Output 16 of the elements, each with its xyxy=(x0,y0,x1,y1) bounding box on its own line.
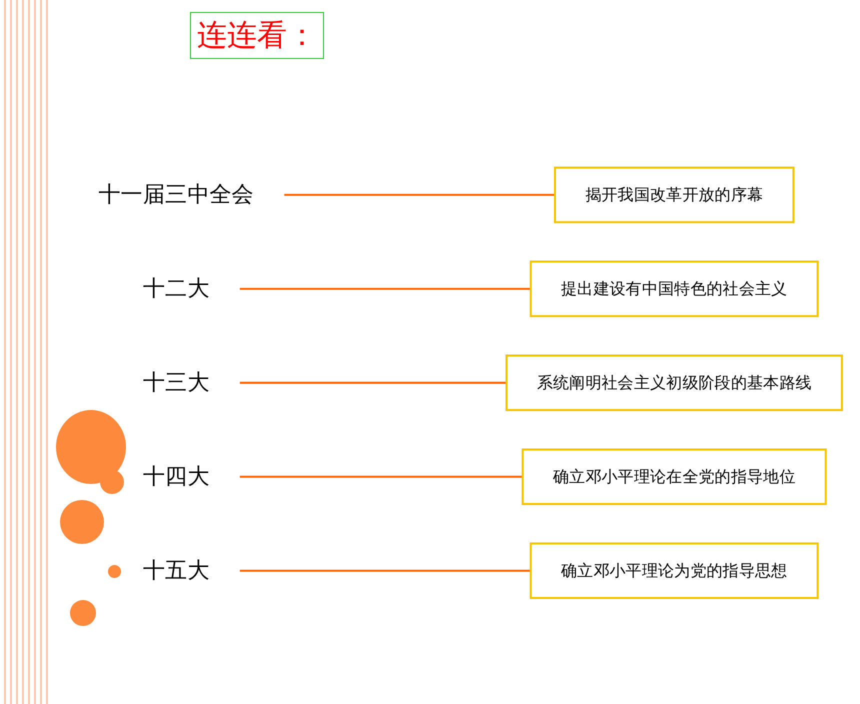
connector xyxy=(284,194,555,196)
node-text: 十二大 xyxy=(142,276,210,302)
node-box: 揭开我国改革开放的序幕 xyxy=(554,166,794,223)
connector xyxy=(240,569,531,572)
connector xyxy=(240,475,523,478)
node-text: 十四大 xyxy=(142,464,210,490)
node-box: 提出建设有中国特色的社会主义 xyxy=(530,260,819,317)
node-box: 确立邓小平理论在全党的指导地位 xyxy=(522,448,827,505)
node-box: 系统阐明社会主义初级阶段的基本路线 xyxy=(506,354,843,411)
node-text: 十一届三中全会 xyxy=(98,182,254,208)
node-text: 十三大 xyxy=(142,370,210,396)
node-box: 确立邓小平理论为党的指导思想 xyxy=(530,542,819,599)
connector xyxy=(240,288,531,290)
node-text: 十五大 xyxy=(142,558,210,584)
title: 连连看： xyxy=(190,12,324,59)
connector xyxy=(240,381,507,384)
